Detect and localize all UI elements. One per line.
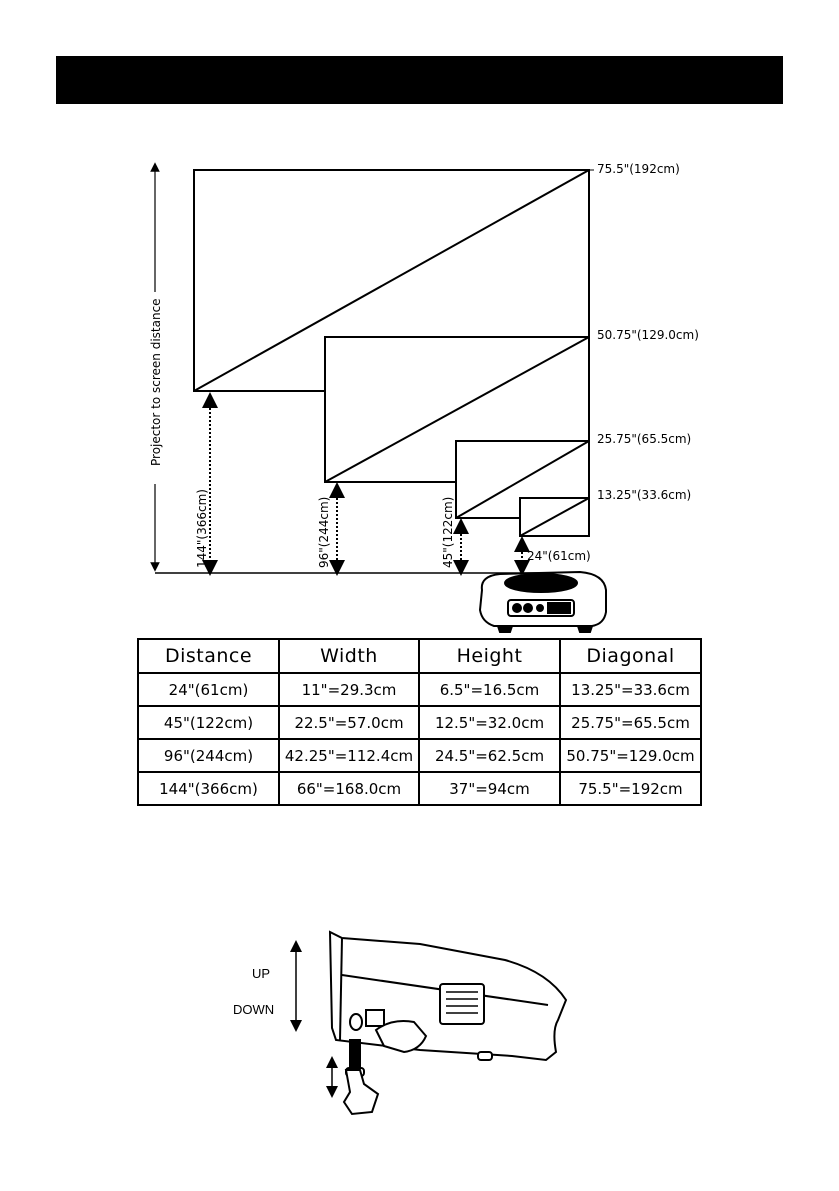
cell-height: 37"=94cm: [418, 771, 561, 806]
up-label: UP: [252, 966, 270, 981]
cell-distance: 144"(366cm): [137, 771, 280, 806]
screen-label-3: 25.75"(65.5cm): [597, 432, 691, 446]
cell-height: 6.5"=16.5cm: [418, 672, 561, 707]
table-row: 45"(122cm) 22.5"=57.0cm 12.5"=32.0cm 25.…: [137, 705, 702, 740]
cell-height: 12.5"=32.0cm: [418, 705, 561, 740]
header-height: Height: [418, 638, 561, 674]
table-row: 144"(366cm) 66"=168.0cm 37"=94cm 75.5"=1…: [137, 771, 702, 806]
projector-side-view: [328, 930, 568, 1077]
hand-icon: [342, 1020, 428, 1116]
cell-diagonal: 50.75"=129.0cm: [559, 738, 702, 773]
header-bar: [56, 56, 783, 104]
distance-label-2: 96"(244cm): [317, 497, 331, 568]
cell-width: 11"=29.3cm: [278, 672, 420, 707]
screen-label-1: 75.5"(192cm): [597, 162, 680, 176]
cell-width: 66"=168.0cm: [278, 771, 420, 806]
cell-distance: 45"(122cm): [137, 705, 280, 740]
cell-width: 22.5"=57.0cm: [278, 705, 420, 740]
cell-distance: 24"(61cm): [137, 672, 280, 707]
table-header-row: Distance Width Height Diagonal: [137, 638, 702, 674]
projection-distance-diagram: 75.5"(192cm) 50.75"(129.0cm) 25.75"(65.5…: [147, 162, 699, 633]
header-diagonal: Diagonal: [559, 638, 702, 674]
distance-label-3: 45"(122cm): [441, 497, 455, 568]
header-distance: Distance: [137, 638, 280, 674]
projector-icon: [478, 570, 607, 633]
distance-size-table: Distance Width Height Diagonal 24"(61cm)…: [137, 638, 702, 806]
table-row: 24"(61cm) 11"=29.3cm 6.5"=16.5cm 13.25"=…: [137, 672, 702, 707]
cell-height: 24.5"=62.5cm: [418, 738, 561, 773]
cell-diagonal: 13.25"=33.6cm: [559, 672, 702, 707]
table-row: 96"(244cm) 42.25"=112.4cm 24.5"=62.5cm 5…: [137, 738, 702, 773]
cell-diagonal: 75.5"=192cm: [559, 771, 702, 806]
cell-width: 42.25"=112.4cm: [278, 738, 420, 773]
cell-distance: 96"(244cm): [137, 738, 280, 773]
screen-label-4: 13.25"(33.6cm): [597, 488, 691, 502]
axis-label: Projector to screen distance: [149, 298, 163, 466]
cell-diagonal: 25.75"=65.5cm: [559, 705, 702, 740]
distance-label-4: 24"(61cm): [527, 549, 591, 563]
screen-label-2: 50.75"(129.0cm): [597, 328, 699, 342]
down-label: DOWN: [233, 1002, 274, 1017]
distance-label-1: 144"(366cm): [195, 489, 209, 568]
header-width: Width: [278, 638, 420, 674]
